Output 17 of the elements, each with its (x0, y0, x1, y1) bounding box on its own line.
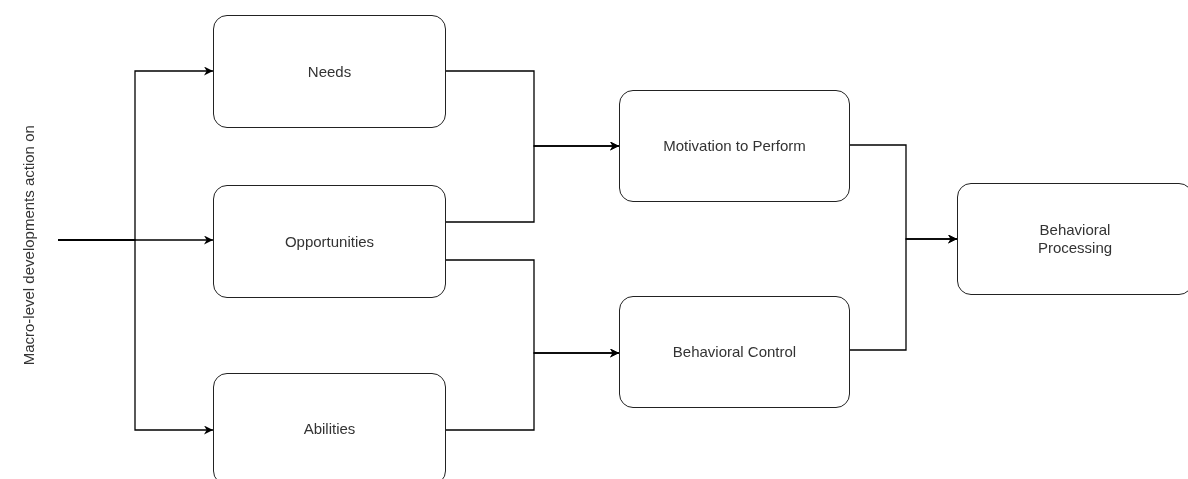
connector-arrow (57, 239, 214, 435)
node-label: Motivation to Perform (663, 137, 806, 155)
rounded-box (957, 183, 1188, 295)
node-label: Opportunities (284, 232, 375, 251)
rounded-box (213, 185, 446, 298)
connector-arrow (849, 234, 958, 351)
node-label: Behavioral Control (672, 343, 797, 361)
node-label: Behavioral Processing (1036, 221, 1114, 257)
rounded-box (619, 90, 850, 202)
node-label: Macro-level developments action on (18, 124, 38, 366)
rounded-box (619, 296, 850, 408)
rounded-box (213, 15, 446, 128)
node-label: Abilities (303, 420, 356, 438)
node-label: Needs (307, 62, 352, 81)
connector-arrow (445, 348, 620, 431)
connector-arrow (445, 141, 620, 223)
rounded-box (213, 373, 446, 479)
